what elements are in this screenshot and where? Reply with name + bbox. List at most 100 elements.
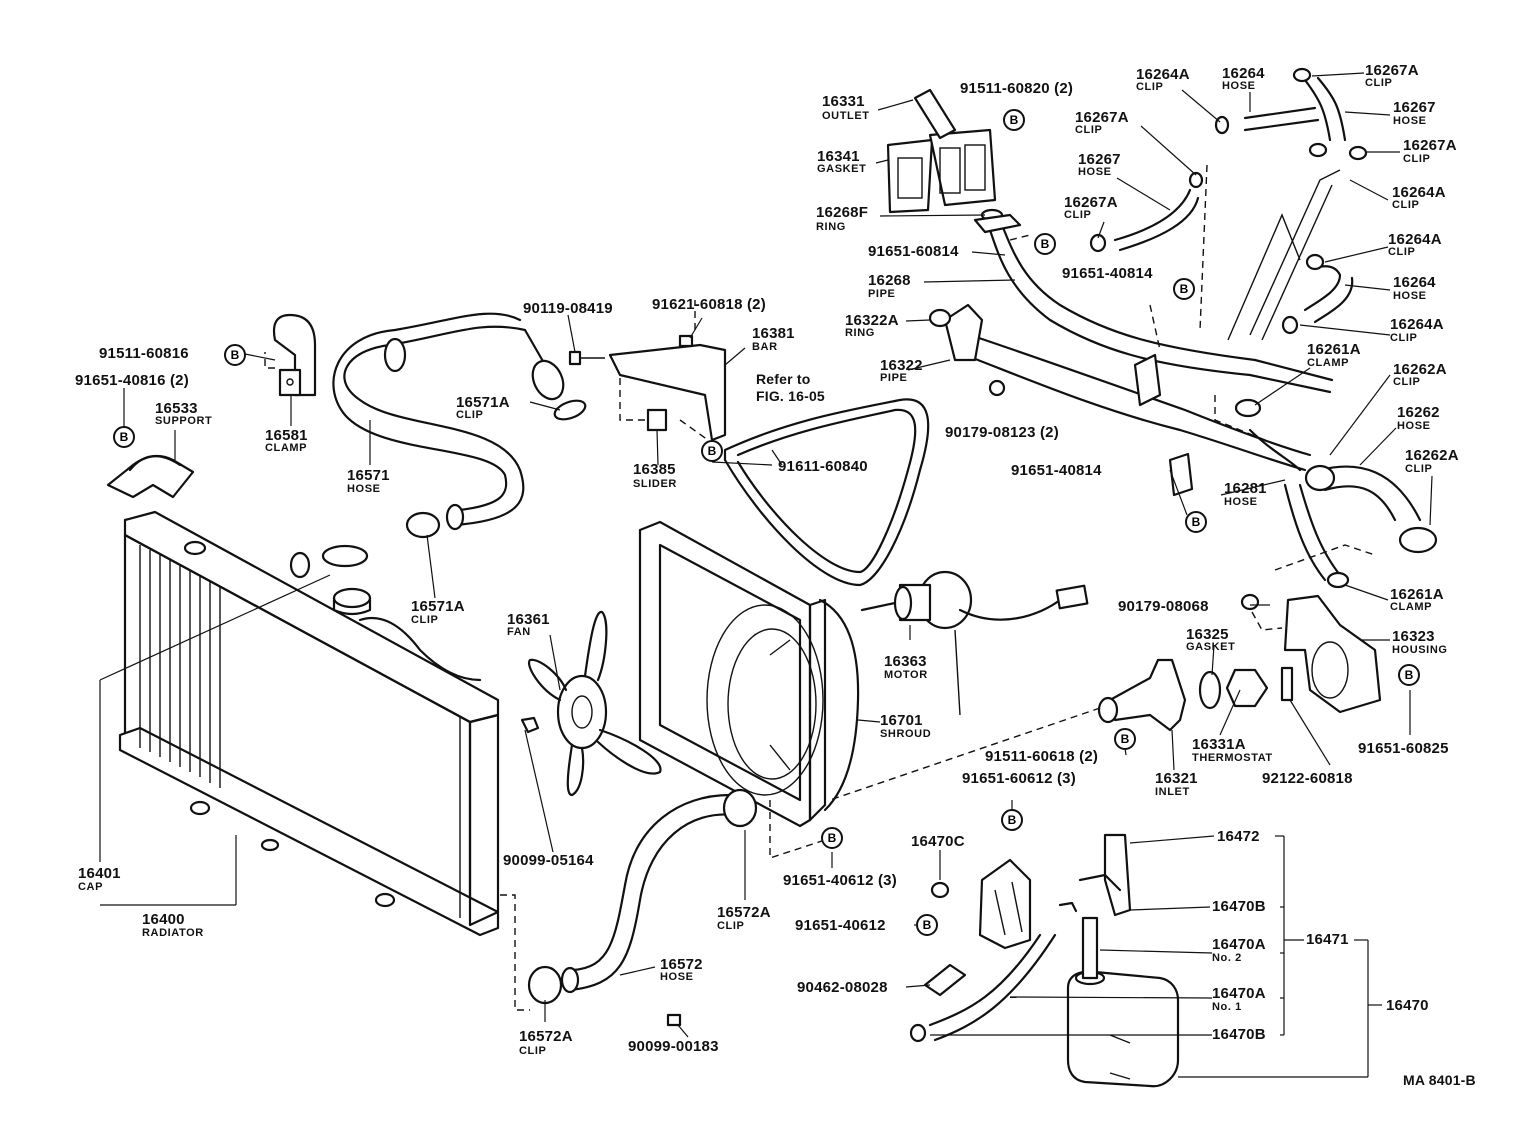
callout-b-icon: B [224,344,246,366]
callout-b-icon: B [1034,233,1056,255]
fan-shroud-drawing [638,520,860,828]
part-number-label: 90099-00183 [628,1038,719,1055]
part-number-label: 16381 [752,325,795,342]
part-number-label: 16267A [1075,109,1129,126]
part-number-label: 16470B [1212,1026,1266,1043]
part-number-label: 16363 [884,653,927,670]
bar-slider-drawing [568,334,727,442]
part-name-label: RADIATOR [142,927,204,939]
part-number-label: 91611-60840 [778,458,868,475]
part-number-label: 91651-60814 [868,243,959,260]
fan-drawing [520,610,662,797]
part-number-label: 16701 [880,712,923,729]
part-number-label: 16262A [1393,361,1447,378]
lower-radiator-hose-drawing [527,788,758,1027]
leader-lines [99,72,1433,1078]
part-name-label: CLIP [1136,81,1164,93]
callout-b-icon: B [1003,109,1025,131]
callout-b-icon: B [1001,809,1023,831]
part-number-label: 90179-08068 [1118,598,1209,615]
part-number-label: 16261A [1307,341,1361,358]
part-number-label: 91651-40814 [1011,462,1102,479]
part-number-label: 16262A [1405,447,1459,464]
part-name-label: PIPE [880,372,908,384]
part-number-label: 91651-40612 [795,917,886,934]
part-number-label: 16400 [142,911,185,928]
part-number-label: 16472 [1217,828,1260,845]
part-number-label: 16533 [155,400,198,417]
part-name-label: FAN [507,626,531,638]
part-name-label: No. 2 [1212,952,1242,964]
part-number-label: 90099-05164 [503,852,594,869]
part-name-label: RING [845,327,875,339]
dashed-assembly-lines [264,164,1376,1011]
part-name-label: CLIP [717,920,745,932]
callout-b-icon: B [821,827,843,849]
part-name-label: BAR [752,341,778,353]
callout-b-icon: B [1398,664,1420,686]
part-number-label: 16470 [1386,997,1429,1014]
part-number-label: 16268F [816,204,869,221]
part-number-label: 16471 [1306,931,1349,948]
part-number-label: 16361 [507,611,550,628]
part-name-label: OUTLET [822,110,870,122]
part-name-label: SUPPORT [155,415,213,427]
part-name-label: CLIP [1403,153,1431,165]
part-name-label: HOSE [1393,115,1427,127]
part-number-label: 91651-40814 [1062,265,1153,282]
heater-hoses-drawing [1089,67,1438,589]
upper-radiator-hose-drawing [332,312,587,539]
water-bypass-pipe-drawing [928,213,1334,497]
part-number-label: 16470C [911,833,965,850]
radiator-drawing [118,510,500,937]
part-name-label: GASKET [1186,641,1236,653]
part-name-label: HOSE [1393,290,1427,302]
part-number-label: 16264A [1136,66,1190,83]
part-number-label: 16572 [660,956,703,973]
part-name-label: CLIP [1392,199,1420,211]
part-name-label: CLIP [411,614,439,626]
part-number-label: 16571A [456,394,510,411]
part-name-label: CLAMP [265,442,308,454]
part-number-label: 16385 [633,461,676,478]
part-number-label: 91651-40816 (2) [75,372,189,389]
part-name-label: SHROUD [880,728,932,740]
part-name-label: CAP [78,881,104,893]
part-name-label: CLIP [1388,246,1416,258]
part-name-label: CLIP [1365,77,1393,89]
part-name-label: GASKET [817,163,867,175]
part-name-label: MOTOR [884,669,928,681]
part-number-label: 16323 [1392,628,1435,645]
part-number-label: 16262 [1397,404,1440,421]
part-number-label: 16264A [1388,231,1442,248]
part-name-label: RING [816,221,846,233]
part-number-label: 16401 [78,865,121,882]
part-name-label: HOSE [1224,496,1258,508]
part-name-label: CLIP [1393,376,1421,388]
part-number-label: 16331A [1192,736,1246,753]
drive-belt-drawing [723,398,930,587]
part-name-label: HOSE [347,483,381,495]
part-name-label: HOUSING [1392,644,1448,656]
part-number-label: 16322A [845,312,899,329]
part-name-label: HOSE [1397,420,1431,432]
part-name-label: No. 1 [1212,1001,1242,1013]
part-name-label: CLAMP [1307,357,1350,369]
part-name-label: PIPE [868,288,896,300]
clamp-support-drawing [106,313,317,499]
reservoir-brackets-drawing [923,858,1032,997]
part-number-label: 16267A [1064,194,1118,211]
part-number-label: 16572A [717,904,771,921]
part-number-label: 16268 [868,272,911,289]
part-number-label: 92122-60818 [1262,770,1353,787]
part-number-label: 90119-08419 [523,300,613,317]
callout-b-icon: B [916,914,938,936]
part-number-label: 16264A [1392,184,1446,201]
part-number-label: 16470B [1212,898,1266,915]
part-number-label: 16264 [1222,65,1265,82]
reference-note-line2: FIG. 16-05 [756,388,825,404]
part-name-label: HOSE [1222,80,1256,92]
part-number-label: 90179-08123 (2) [945,424,1059,441]
part-name-label: CLIP [456,409,484,421]
